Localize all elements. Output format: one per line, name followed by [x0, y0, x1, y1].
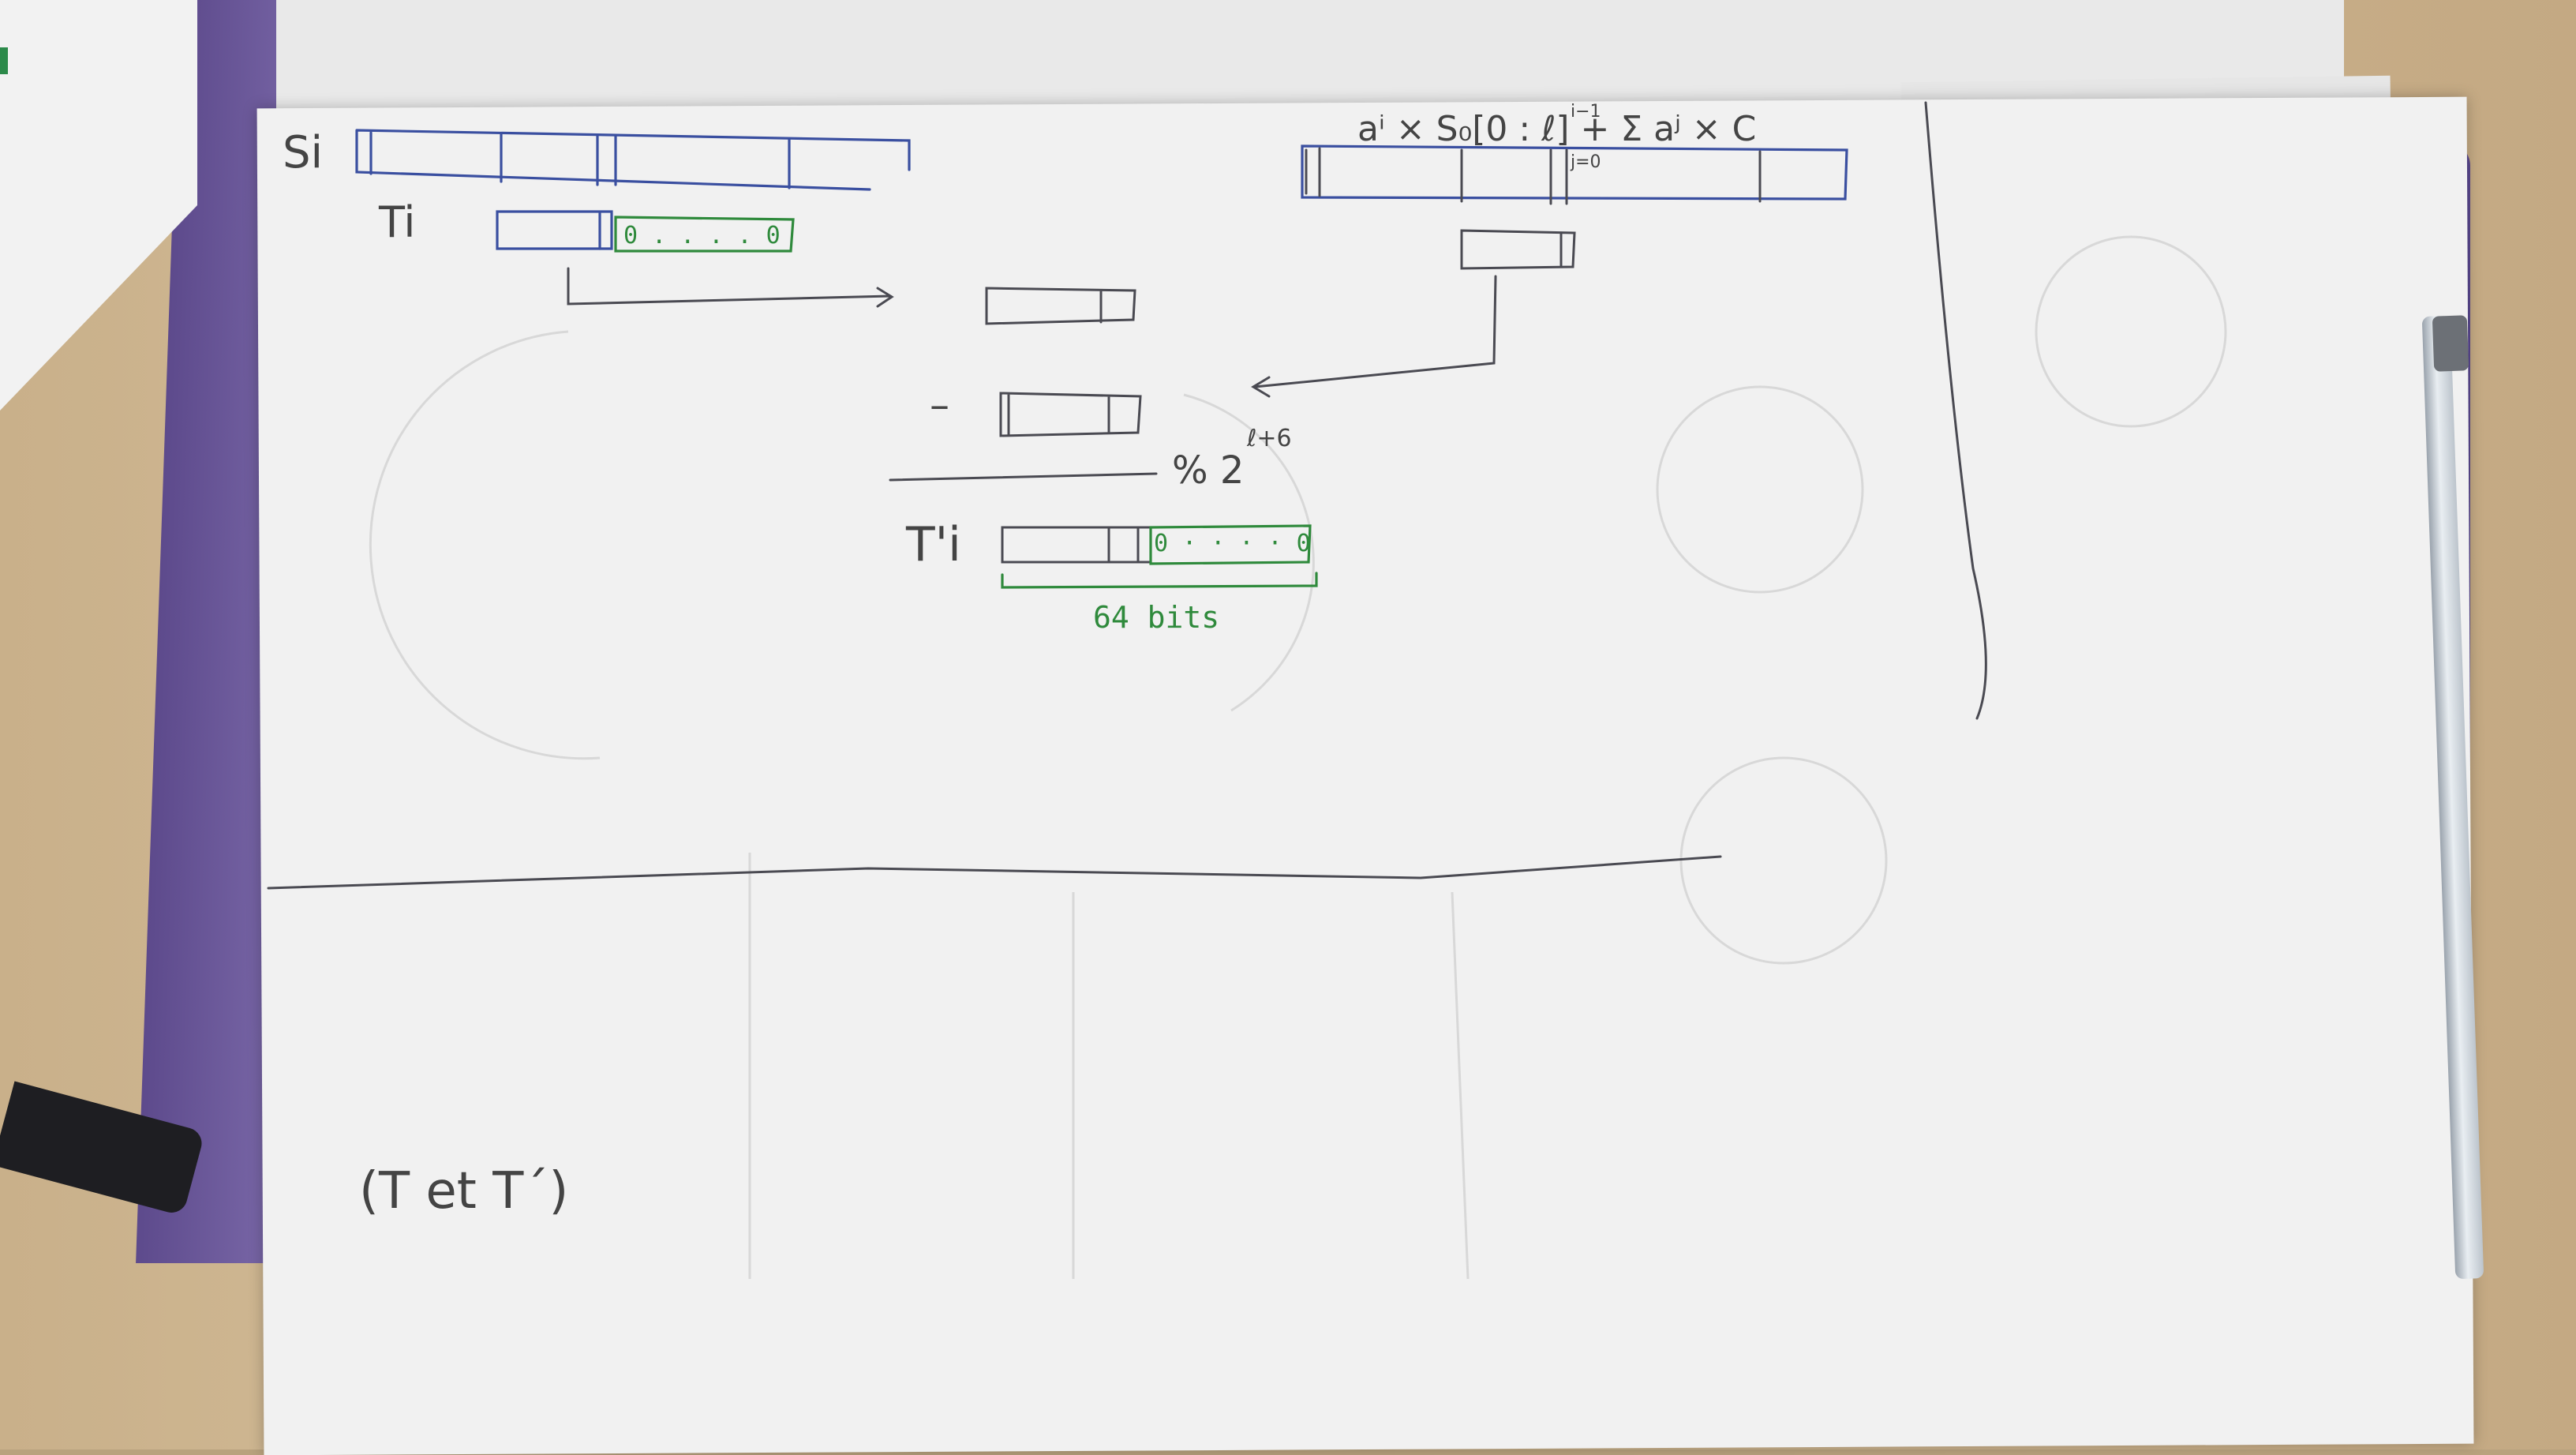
- show-through-marks: [369, 235, 2227, 1280]
- formula-sum-lower: j=0: [1570, 152, 1601, 172]
- footer-note: (T et T´): [359, 1162, 568, 1221]
- right-small-box: [1460, 229, 1576, 270]
- arrow-right-to-operand: [1251, 275, 1497, 398]
- t-prime-zeros: 0 · · · · 0: [1154, 530, 1311, 557]
- green-object: [0, 47, 8, 74]
- formula-text: aⁱ × S₀[0 : ℓ] + Σ aʲ × C: [1357, 109, 1756, 149]
- divider-line: [267, 855, 1722, 890]
- label-si: Si: [283, 127, 323, 178]
- arrow-ti-to-operand: [567, 267, 894, 308]
- operand-box-1: [985, 287, 1136, 325]
- si-block: [355, 129, 911, 191]
- ti-zeros: 0 . . . . 0: [623, 222, 781, 249]
- margin-line: [1924, 101, 1987, 720]
- t-prime-block: [1001, 524, 1312, 565]
- minus-sign: –: [930, 382, 949, 428]
- label-ti: Ti: [378, 197, 415, 247]
- right-block: [1301, 144, 1848, 205]
- modulus-exponent: ℓ+6: [1246, 425, 1292, 452]
- result-line: [889, 472, 1158, 482]
- modulus-label: % 2: [1172, 448, 1244, 493]
- operand-box-2: [999, 392, 1142, 437]
- label-t-prime-i: T'i: [905, 517, 961, 572]
- formula-sum-upper: i−1: [1571, 102, 1601, 122]
- ti-block: [496, 210, 795, 253]
- bits-label: 64 bits: [1093, 600, 1219, 635]
- bits-bracket: [1001, 572, 1318, 589]
